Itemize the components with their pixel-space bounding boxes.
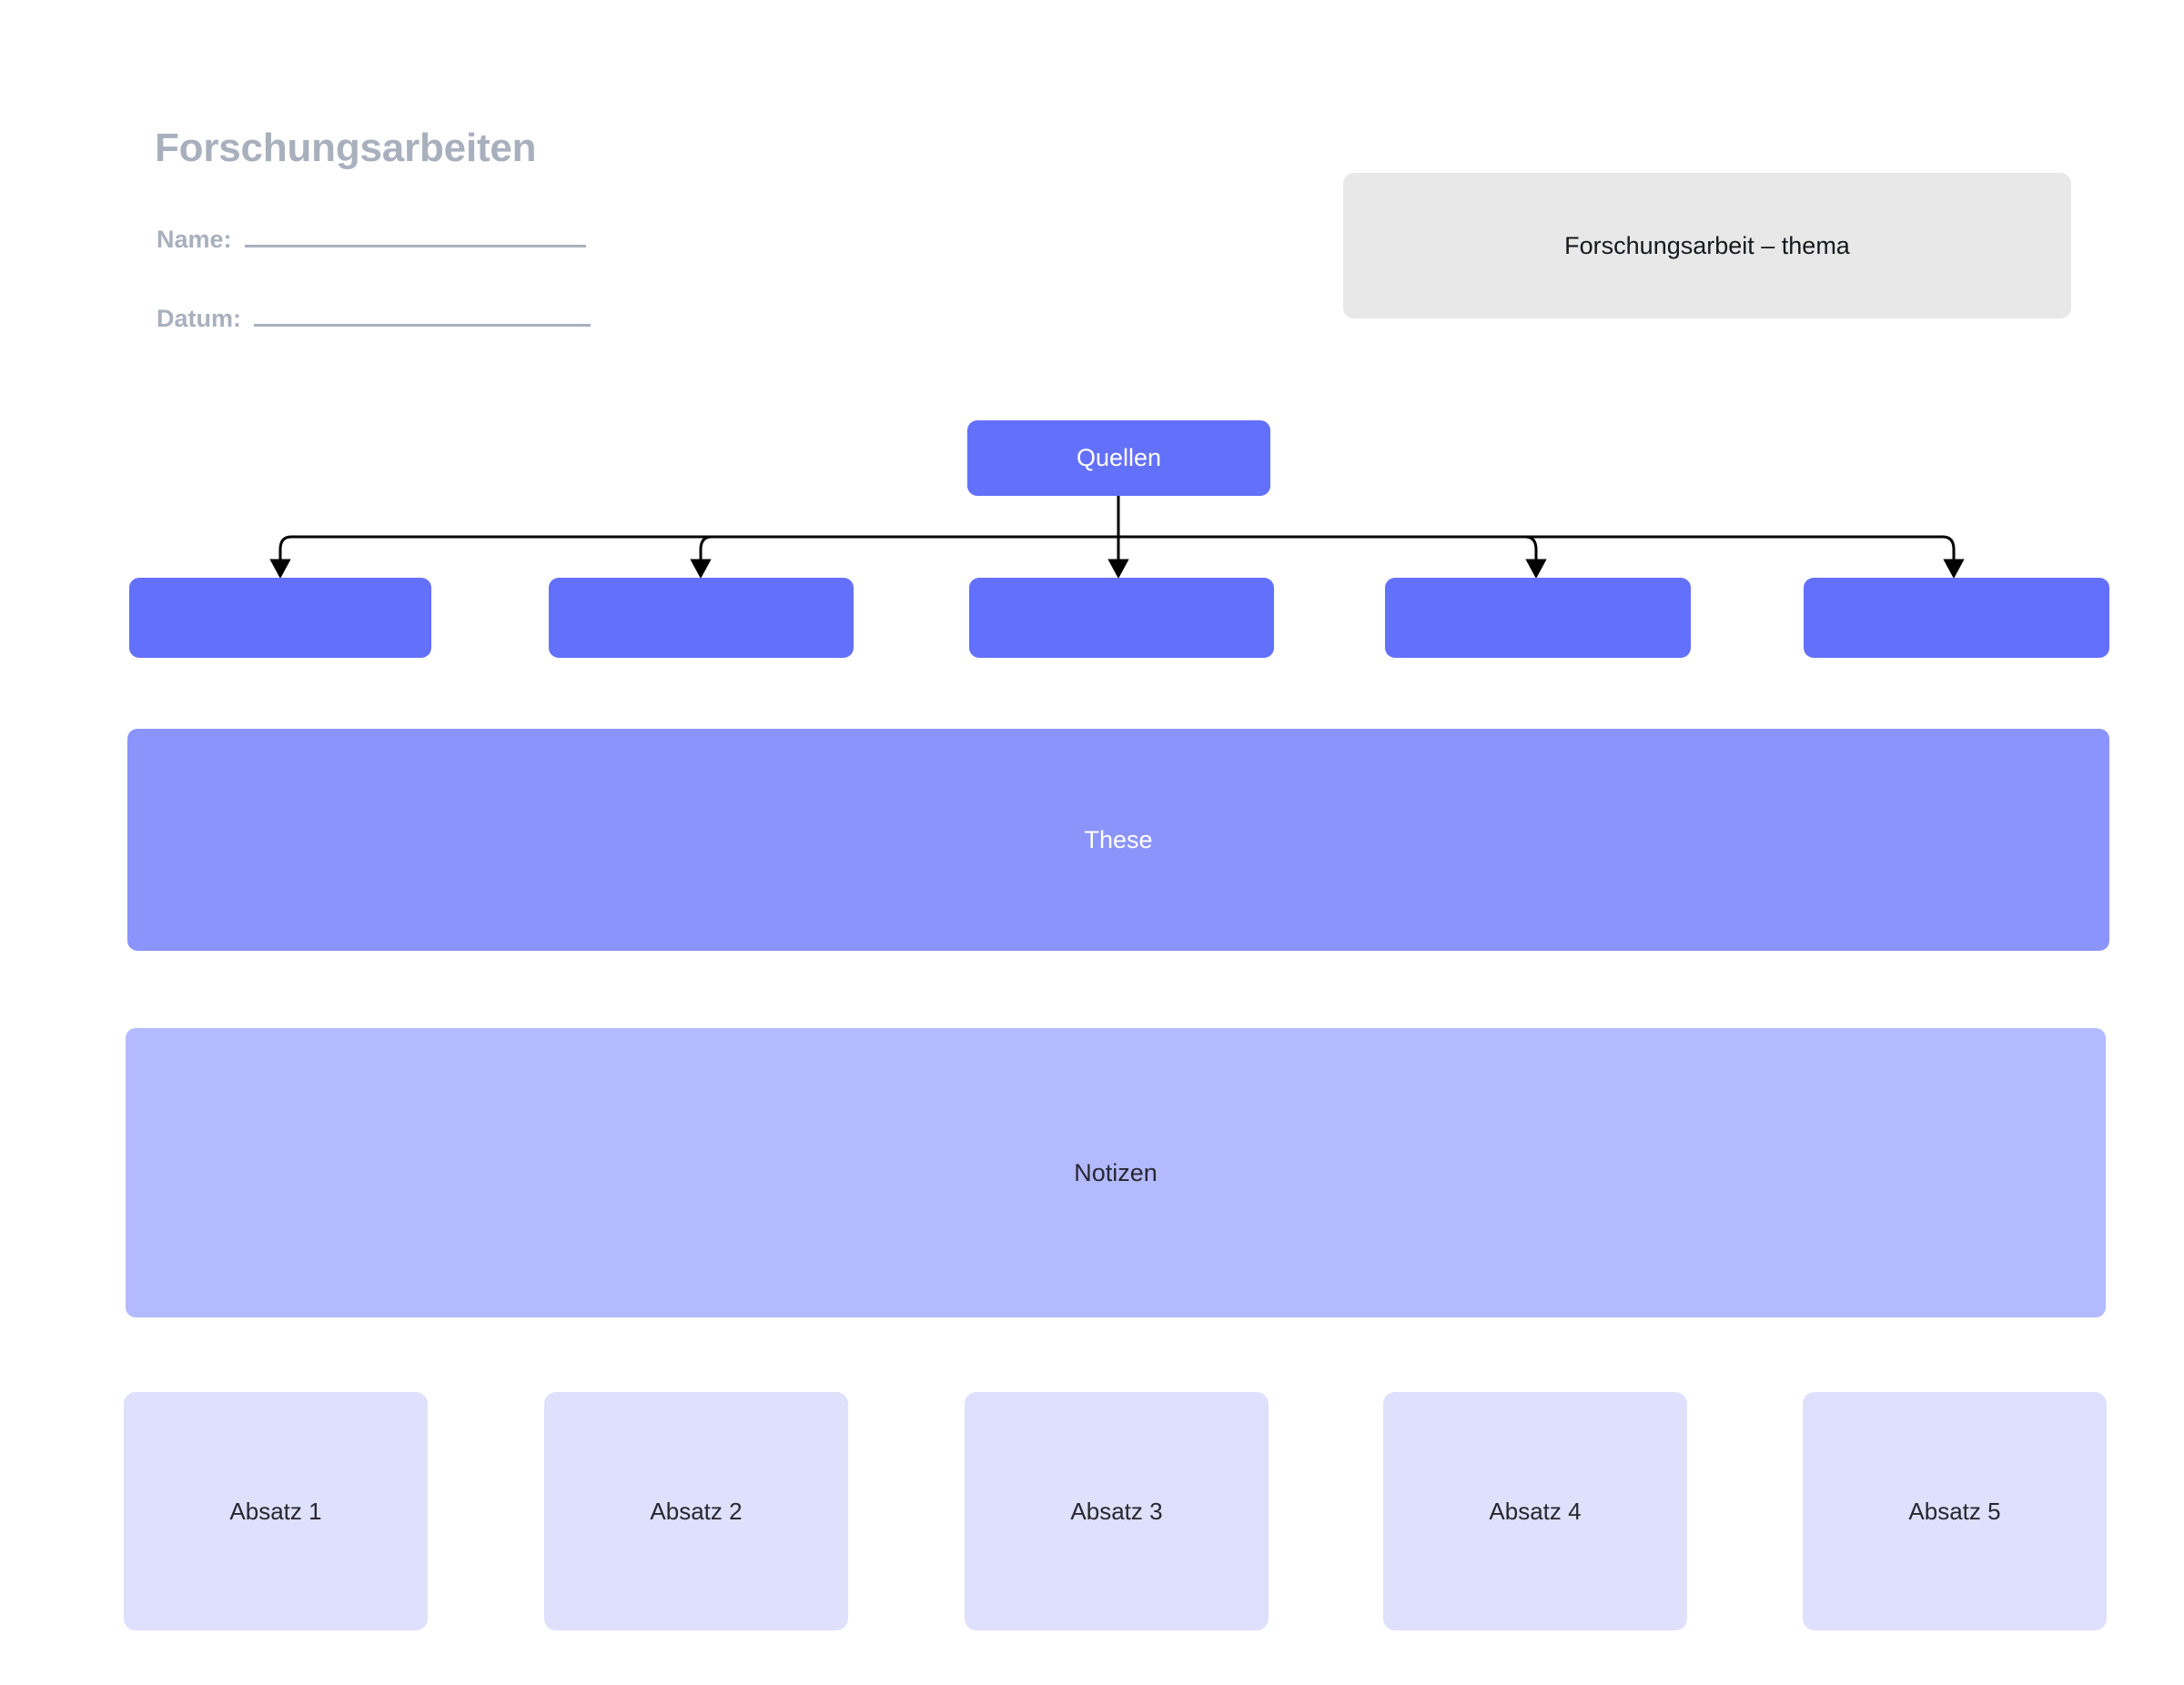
node-absatz-3[interactable]: Absatz 3 (965, 1392, 1269, 1630)
date-field-row: Datum: (157, 305, 591, 333)
connector-to-source-2 (690, 535, 713, 579)
topic-title-chip[interactable]: Forschungsarbeit – thema (1343, 173, 2071, 318)
node-absatz-1[interactable]: Absatz 1 (124, 1392, 428, 1630)
node-absatz-2[interactable]: Absatz 2 (544, 1392, 848, 1630)
node-absatz-5[interactable]: Absatz 5 (1803, 1392, 2107, 1630)
name-field-row: Name: (157, 226, 586, 254)
connector-to-source-4 (1524, 535, 1547, 579)
node-source-3[interactable] (969, 578, 1274, 658)
node-source-1[interactable] (129, 578, 431, 658)
page-title: Forschungsarbeiten (155, 126, 537, 170)
node-absatz-4[interactable]: Absatz 4 (1383, 1392, 1687, 1630)
node-source-5[interactable] (1804, 578, 2109, 658)
node-these[interactable]: These (127, 729, 2109, 951)
date-field-label: Datum: (157, 305, 241, 332)
node-notizen[interactable]: Notizen (126, 1028, 2106, 1317)
node-source-4[interactable] (1385, 578, 1691, 658)
node-source-2[interactable] (549, 578, 854, 658)
name-field-input[interactable] (244, 245, 586, 247)
connector-to-source-5 (1942, 535, 1965, 579)
node-quellen[interactable]: Quellen (967, 420, 1270, 496)
connector-to-source-1 (269, 535, 292, 579)
name-field-label: Name: (157, 226, 232, 253)
date-field-input[interactable] (254, 324, 591, 327)
